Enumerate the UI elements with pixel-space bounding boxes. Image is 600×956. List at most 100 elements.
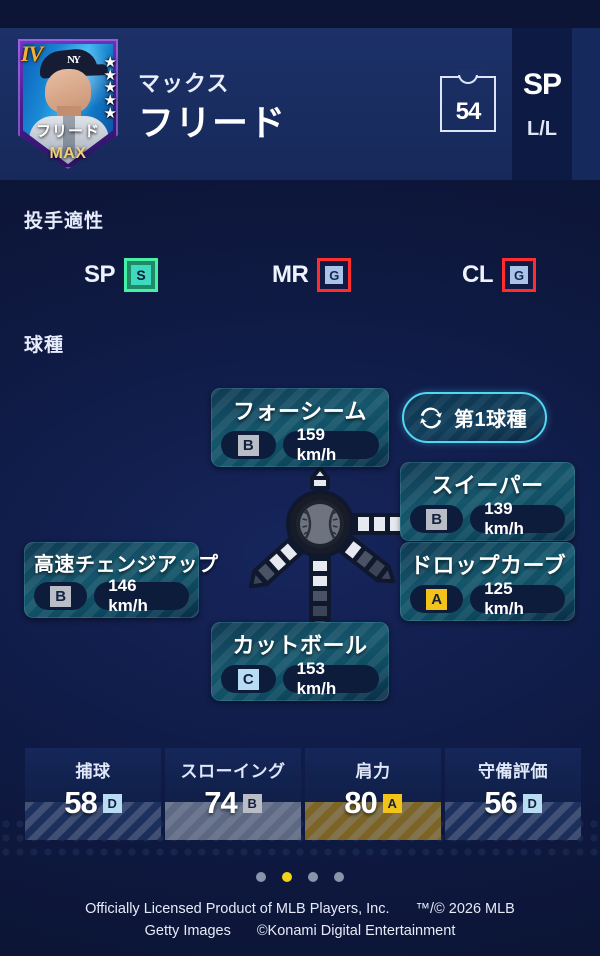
player-first-name: マックス [138, 71, 230, 97]
aptitude-row: SP S MR G CL G [0, 254, 600, 302]
position-panel: SP L/L [512, 28, 572, 180]
first-pitch-label: 第1球種 [454, 409, 528, 431]
stat-label: 肩力 [355, 762, 391, 781]
stat-card-texture [445, 802, 581, 840]
pitch-card-sweeper[interactable]: スイーパー B 139 km/h [400, 462, 575, 541]
pitch-speed: 125 km/h [470, 579, 565, 618]
stat-card-throwing[interactable]: スローイング 74 B [165, 748, 301, 840]
pitch-stats-row: C 153 km/h [221, 659, 379, 698]
player-position: SP [522, 67, 562, 101]
pitch-stats-row: B 146 km/h [34, 576, 189, 615]
stat-card-catching[interactable]: 捕球 58 D [25, 748, 161, 840]
stat-value: 58 [64, 785, 97, 820]
pitch-grade-pill: B [410, 505, 464, 533]
aptitude-grade-value: G [510, 266, 528, 284]
player-last-name: フリード [138, 102, 287, 144]
pitch-name: カットボール [232, 633, 368, 658]
stat-value-row: 58 D [25, 785, 161, 821]
aptitude-item-cl: CL G [462, 258, 536, 292]
star-icon: ★ [103, 92, 117, 110]
stat-card-texture [305, 802, 441, 840]
pitch-movement-diagram [248, 466, 400, 622]
pitch-grade: B [50, 585, 72, 607]
jersey-number-badge: 54 [440, 70, 496, 132]
star-icon: ★ [103, 54, 117, 71]
first-pitch-button[interactable]: 第1球種 [402, 392, 548, 443]
stat-value: 80 [344, 785, 377, 820]
rank-badge: IV [21, 41, 43, 66]
pitch-grade: B [237, 434, 259, 456]
pitch-stats-row: B 159 km/h [221, 425, 379, 464]
stat-label: 捕球 [75, 762, 111, 781]
aptitude-item-mr: MR G [272, 258, 352, 292]
pitch-grade-pill: C [221, 665, 276, 693]
pitch-name: フォーシーム [233, 399, 367, 424]
fielding-stats-row: 捕球 58 D スローイング 74 B 肩力 80 A 守備評価 [0, 748, 600, 840]
stat-grade: D [102, 793, 122, 813]
aptitude-grade-value: G [325, 266, 344, 284]
star-icon: ★ [103, 66, 117, 84]
pitch-name: ドロップカーブ [410, 553, 567, 578]
page-indicator [0, 872, 600, 882]
stat-grade: A [382, 793, 402, 813]
pitch-stats-row: B 139 km/h [410, 499, 565, 538]
player-card-thumbnail[interactable]: NY IV ★ ★ ★ ★ ★ フリード MAX [18, 39, 118, 169]
header-right-pad [572, 28, 600, 180]
footer-line-2: Getty Images ©Konami Digital Entertainme… [0, 920, 600, 942]
pitch-grade: C [237, 668, 259, 690]
player-header: NY IV ★ ★ ★ ★ ★ フリード MAX マックス フリード 54 [0, 28, 600, 180]
page-dot-1[interactable] [256, 872, 266, 882]
stat-label: スローイング [180, 762, 286, 781]
stat-grade: B [242, 793, 262, 813]
card-level-label: MAX [49, 145, 87, 162]
player-handedness: L/L [527, 117, 557, 140]
pitch-speed: 146 km/h [94, 576, 189, 615]
pitch-stats-row: A 125 km/h [410, 579, 565, 618]
aptitude-grade-badge-mr: G [317, 258, 352, 292]
card-player-name: フリード [35, 123, 100, 140]
aptitude-grade-badge-cl: G [502, 258, 536, 292]
player-face [45, 69, 91, 113]
pitch-card-drop-curve[interactable]: ドロップカーブ A 125 km/h [400, 542, 575, 621]
footer-getty-text: Getty Images [144, 923, 231, 940]
baseball-icon [300, 504, 340, 544]
aptitude-grade-value: S [131, 265, 152, 285]
aptitude-section-title: 投手適性 [24, 211, 105, 232]
stat-card-texture [25, 802, 161, 840]
page-dot-3[interactable] [308, 872, 318, 882]
stat-card-fielding-rating[interactable]: 守備評価 56 D [445, 748, 581, 840]
pitch-grade-pill: A [410, 585, 464, 613]
pitch-card-four-seam[interactable]: フォーシーム B 159 km/h [211, 388, 389, 467]
stat-value-row: 80 A [305, 785, 441, 821]
stat-grade: D [522, 793, 542, 813]
footer-license-text: Officially Licensed Product of MLB Playe… [85, 901, 390, 917]
aptitude-item-sp: SP S [84, 258, 159, 292]
legal-footer: Officially Licensed Product of MLB Playe… [0, 898, 600, 943]
star-rating: ★ ★ ★ ★ ★ [103, 54, 117, 122]
footer-konami-text: ©Konami Digital Entertainment [256, 923, 456, 940]
star-icon: ★ [103, 104, 117, 122]
pitch-card-cutter[interactable]: カットボール C 153 km/h [211, 622, 389, 701]
page-dot-4[interactable] [334, 872, 344, 882]
player-name-block: マックス フリード [138, 66, 440, 142]
pitch-grade-pill: B [221, 431, 276, 459]
pitch-grade: B [426, 508, 448, 530]
stat-card-texture [165, 802, 301, 840]
aptitude-role-label: MR [272, 261, 309, 288]
aptitude-role-label: CL [462, 261, 494, 288]
pitch-card-fast-changeup[interactable]: 高速チェンジアップ B 146 km/h [24, 542, 219, 618]
pitch-grade-pill: B [34, 582, 88, 610]
jersey-number: 54 [455, 98, 482, 125]
pitch-speed: 153 km/h [282, 659, 379, 698]
pitch-name: スイーパー [431, 473, 544, 498]
aptitude-role-label: SP [84, 261, 116, 288]
pitch-grade: A [426, 588, 448, 610]
pitch-area: 第1球種 フォーシーム B 159 km/h スイーパー B 139 km/h [0, 380, 600, 700]
stat-card-arm-strength[interactable]: 肩力 80 A [305, 748, 441, 840]
stat-label: 守備評価 [478, 762, 548, 781]
page-dot-2-active[interactable] [282, 872, 292, 882]
stat-value-row: 74 B [165, 785, 301, 821]
footer-trademark-text: ™/© 2026 MLB [415, 901, 515, 917]
pitch-name: 高速チェンジアップ [34, 554, 219, 576]
